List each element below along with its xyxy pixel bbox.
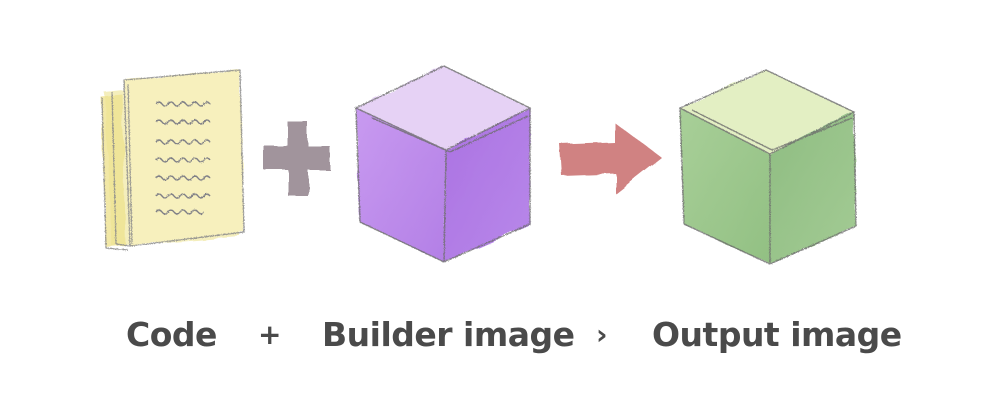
text-lines	[155, 101, 211, 215]
plus-label: +	[258, 317, 281, 351]
arrow-label: ›	[596, 317, 608, 351]
builder-image-label: Builder image	[322, 314, 575, 354]
code-label: Code	[126, 314, 217, 354]
purple-cube-icon	[354, 65, 532, 263]
arrow-right-icon	[560, 122, 662, 194]
document-stack-icon	[100, 69, 245, 251]
plus-icon	[264, 122, 330, 196]
output-image-label: Output image	[652, 314, 902, 354]
green-cube-icon	[678, 69, 857, 265]
